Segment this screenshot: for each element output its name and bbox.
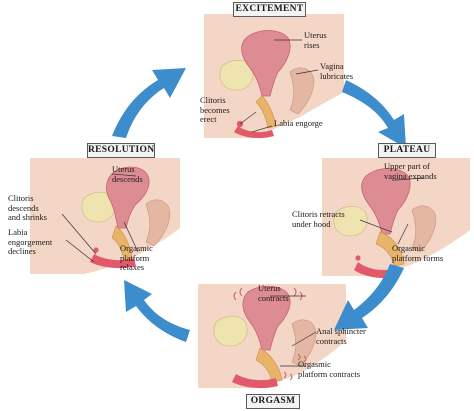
clitoris (355, 255, 361, 261)
orgasmic-platform (90, 254, 136, 269)
cycle-arrows (112, 68, 406, 342)
arrow-plateau-to-orgasm (334, 264, 404, 330)
annotation-platform-contracts: Orgasmic platform contracts (298, 359, 361, 379)
arrow-resolution-to-excitement (112, 68, 186, 138)
annotation-anal-sphincter-contracts: Anal sphincter contracts (316, 326, 366, 346)
uterus (242, 285, 291, 351)
plateau-illustration (322, 158, 470, 278)
annotation-platform-relaxes: Orgasmic platform relaxes (120, 243, 153, 272)
arrow-excitement-to-plateau (342, 80, 406, 148)
bladder (333, 205, 368, 237)
uterus (241, 30, 291, 97)
bladder (213, 315, 248, 347)
annotation-uterus-descends: Uterus descends (112, 164, 143, 184)
stage-label-resolution: RESOLUTION (87, 143, 155, 158)
vagina (255, 95, 277, 129)
arrow-orgasm-to-resolution (124, 280, 190, 342)
labia (234, 126, 274, 139)
rectum (145, 199, 171, 247)
leader-lines (61, 39, 425, 367)
bladder (219, 59, 254, 91)
stage-label-orgasm: ORGASM (246, 394, 300, 409)
stage-label-plateau: PLATEAU (378, 143, 436, 158)
rectum (411, 205, 437, 253)
annotation-clitoris-retracts: Clitoris retracts under hood (292, 209, 345, 229)
annotation-clitoris-erect: Clitoris becomes erect (200, 95, 230, 124)
uterus (361, 168, 411, 235)
orgasmic-platform (232, 374, 278, 389)
annotation-labia-engorgement-declines: Labia engorgement declines (8, 227, 53, 256)
annotation-vagina-lubricates: Vagina lubricates (320, 61, 354, 81)
skin-region (322, 158, 470, 276)
bladder (81, 191, 116, 223)
annotation-upper-vagina-expands: Upper part of vagina expands (384, 161, 437, 181)
stage-label-excitement: EXCITEMENT (233, 2, 306, 17)
resolution-illustration (30, 158, 180, 274)
annotation-platform-forms: Orgasmic platform forms (392, 243, 444, 263)
annotation-uterus-rises: Uterus rises (304, 30, 327, 50)
uterus (106, 166, 150, 229)
orgasm-illustration (198, 284, 346, 389)
annotation-clitoris-descends: Clitoris descends and shrinks (8, 193, 47, 222)
annotation-uterus-contracts: Uterus contracts (258, 283, 289, 303)
contraction-marks (233, 287, 307, 381)
rectum (289, 67, 315, 115)
annotation-labia-engorge: Labia engorge (274, 118, 323, 128)
clitoris (93, 247, 99, 253)
